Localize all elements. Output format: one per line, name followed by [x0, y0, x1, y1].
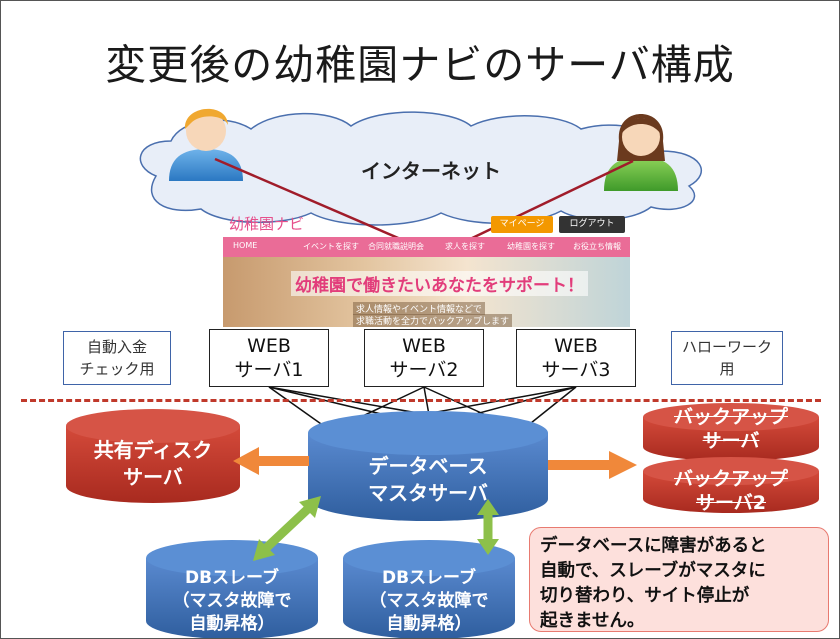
db-label-line: （マスタ故障で	[369, 591, 489, 611]
note-line: データベースに障害があると	[540, 536, 767, 556]
site-nav-item[interactable]: 幼稚園を探す	[507, 242, 555, 251]
note-line: 起きません。	[540, 611, 645, 631]
db-slave-2-label: DBスレーブ （マスタ故障で 自動昇格）	[343, 567, 515, 636]
box-line: 自動入金	[86, 338, 147, 356]
db-label-line: DBスレーブ	[184, 568, 280, 588]
dashed-separator	[21, 399, 821, 402]
server-label: サーバ2	[389, 359, 459, 381]
box-line: ハローワーク	[681, 338, 772, 356]
failover-note: データベースに障害があると 自動で、スレーブがマスタに 切り替わり、サイト停止が…	[529, 527, 829, 632]
user-male-icon	[169, 108, 243, 181]
site-nav-item[interactable]: お役立ち情報	[573, 242, 621, 251]
shared-disk-label: 共有ディスク サーバ	[66, 437, 240, 491]
db-slave-1-label: DBスレーブ （マスタ故障で 自動昇格）	[146, 567, 318, 636]
site-banner-headline: 幼稚園で働きたいあなたをサポート！	[291, 271, 588, 296]
site-nav-item[interactable]: イベントを探す	[303, 242, 359, 251]
server-label: WEB	[554, 335, 598, 357]
site-nav-item[interactable]: 合同就職説明会	[368, 242, 424, 251]
server-label: WEB	[247, 335, 291, 357]
arrow-to-shared-disk	[233, 447, 309, 475]
db-label-line: DBスレーブ	[381, 568, 477, 588]
db-label-line: 自動昇格）	[386, 614, 472, 634]
box-line: チェック用	[79, 360, 155, 378]
db-slave-cylinder-2	[343, 540, 515, 638]
db-label-line: （マスタ故障で	[172, 591, 292, 611]
web-server-1: WEB サーバ1	[209, 329, 329, 387]
db-label-line: サーバ	[702, 430, 760, 452]
server-label: サーバ3	[541, 359, 611, 381]
db-label-line: サーバ2	[695, 492, 767, 514]
site-logo: 幼稚園ナビ	[229, 215, 305, 233]
web-server-2: WEB サーバ2	[364, 329, 484, 387]
db-label-line: データベース	[368, 454, 488, 478]
db-label-line: 自動昇格）	[189, 614, 275, 634]
hello-work-box: ハローワーク 用	[671, 331, 783, 385]
internet-label: インターネット	[361, 159, 501, 183]
site-logout-button[interactable]: ログアウト	[559, 216, 625, 233]
box-line: 用	[719, 360, 735, 378]
db-master-label: データベース マスタサーバ	[308, 453, 548, 507]
db-label-line: 共有ディスク	[93, 438, 213, 462]
page-title: 変更後の幼稚園ナビのサーバ構成	[105, 41, 735, 89]
db-label-line: バックアップ	[673, 406, 788, 428]
backup-cylinder-1	[643, 403, 819, 461]
arrow-master-slave-2	[477, 499, 499, 555]
site-mypage-button[interactable]: マイページ	[491, 216, 553, 233]
db-label-line: バックアップ	[673, 468, 788, 490]
site-nav-item[interactable]: HOME	[233, 241, 258, 250]
db-label-line: マスタサーバ	[368, 481, 488, 505]
db-slave-cylinder-1	[146, 540, 318, 638]
site-banner-sub: 求職活動を全力でバックアップします	[353, 314, 513, 327]
shared-disk-cylinder	[66, 409, 240, 503]
server-label: サーバ1	[234, 359, 304, 381]
note-line: 自動で、スレーブがマスタに	[540, 561, 766, 581]
arrow-to-backup	[548, 451, 637, 479]
backup-1-label: バックアップ サーバ	[643, 405, 819, 453]
auto-payment-check-box: 自動入金 チェック用	[63, 331, 171, 385]
site-nav-item[interactable]: 求人を探す	[445, 242, 485, 251]
site-banner-sub: 求人情報やイベント情報などで	[353, 302, 485, 315]
backup-cylinder-2	[643, 457, 819, 513]
db-label-line: サーバ	[123, 465, 183, 489]
backup-2-label: バックアップ サーバ2	[643, 467, 819, 515]
arrow-master-slave-1	[253, 496, 321, 561]
site-nav-bar: HOME イベントを探す 合同就職説明会 求人を探す 幼稚園を探す お役立ち情報	[223, 237, 630, 257]
web-server-3: WEB サーバ3	[516, 329, 636, 387]
server-label: WEB	[402, 335, 446, 357]
note-line: 切り替わり、サイト停止が	[540, 586, 750, 606]
